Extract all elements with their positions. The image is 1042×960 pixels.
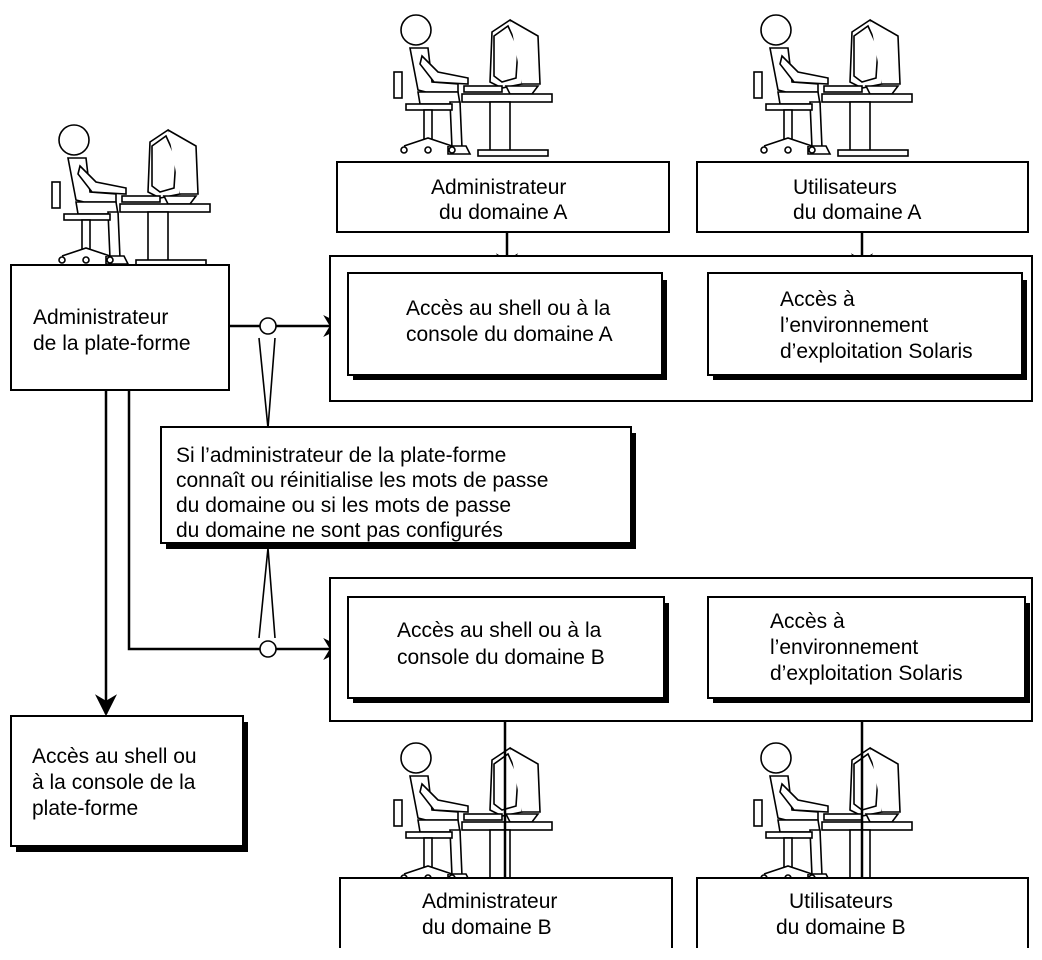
platform-access-line1: Accès au shell ou bbox=[32, 745, 197, 768]
platform-admin-box: Administrateur de la plate-forme bbox=[10, 264, 230, 391]
person-at-workstation-icon bbox=[753, 14, 913, 157]
platform-admin-label-line1: Administrateur bbox=[33, 306, 168, 329]
note-line4: du domaine ne sont pas configurés bbox=[176, 519, 503, 542]
users-b-label-line2: du domaine B bbox=[776, 916, 906, 939]
password-condition-note: Si l’administrateur de la plate-forme co… bbox=[160, 426, 636, 549]
solaris-a-label-line3: d’exploitation Solaris bbox=[780, 340, 973, 363]
users-b-label-line1: Utilisateurs bbox=[789, 890, 893, 913]
platform-admin-label-line2: de la plate-forme bbox=[33, 332, 191, 355]
shell-b-label-line1: Accès au shell ou à la bbox=[397, 619, 602, 642]
note-line1: Si l’administrateur de la plate-forme bbox=[176, 444, 506, 467]
users-a-label-line2: du domaine A bbox=[793, 201, 921, 224]
platform-access-box: Accès au shell ou à la console de la pla… bbox=[10, 715, 248, 852]
note-line2: connaît ou réinitialise les mots de pass… bbox=[176, 469, 548, 492]
solaris-a-label-line2: l’environnement bbox=[780, 314, 928, 337]
shell-a-label-line1: Accès au shell ou à la bbox=[406, 297, 611, 320]
domain-b-shell-access-box: Accès au shell ou à la console du domain… bbox=[347, 596, 669, 703]
person-at-workstation-icon bbox=[393, 742, 553, 885]
admin-domain-a-box: Administrateur du domaine A bbox=[336, 161, 670, 233]
solaris-b-label-line3: d’exploitation Solaris bbox=[770, 662, 963, 685]
admin-b-label-line2: du domaine B bbox=[422, 916, 552, 939]
note-line3: du domaine ou si les mots de passe bbox=[176, 494, 511, 517]
admin-domain-b-box: Administrateur du domaine B bbox=[339, 877, 673, 948]
users-domain-b-box: Utilisateurs du domaine B bbox=[696, 877, 1029, 948]
users-domain-a-box: Utilisateurs du domaine A bbox=[696, 161, 1029, 233]
admin-a-label-line1: Administrateur bbox=[431, 176, 566, 199]
shell-b-label-line2: console du domaine B bbox=[397, 646, 605, 669]
solaris-b-label-line1: Accès à bbox=[770, 610, 845, 633]
person-at-workstation-icon bbox=[393, 14, 553, 157]
domain-a-solaris-access-box: Accès à l’environnement d’exploitation S… bbox=[707, 272, 1027, 380]
note-callout-stem-bottom bbox=[258, 547, 276, 639]
admin-a-label-line2: du domaine A bbox=[439, 201, 567, 224]
platform-access-line3: plate-forme bbox=[32, 797, 138, 820]
note-callout-stem-top bbox=[258, 337, 276, 429]
shell-a-label-line2: console du domaine A bbox=[406, 323, 613, 346]
person-at-workstation-icon bbox=[753, 742, 913, 885]
users-a-label-line1: Utilisateurs bbox=[793, 176, 897, 199]
domain-b-solaris-access-box: Accès à l’environnement d’exploitation S… bbox=[707, 596, 1030, 703]
junction-node bbox=[259, 317, 277, 335]
solaris-b-label-line2: l’environnement bbox=[770, 636, 918, 659]
platform-access-line2: à la console de la bbox=[32, 771, 196, 794]
junction-node bbox=[259, 640, 277, 658]
solaris-a-label-line1: Accès à bbox=[780, 288, 855, 311]
domain-a-shell-access-box: Accès au shell ou à la console du domain… bbox=[347, 272, 667, 380]
admin-b-label-line1: Administrateur bbox=[422, 890, 557, 913]
person-at-workstation-icon bbox=[51, 124, 211, 267]
